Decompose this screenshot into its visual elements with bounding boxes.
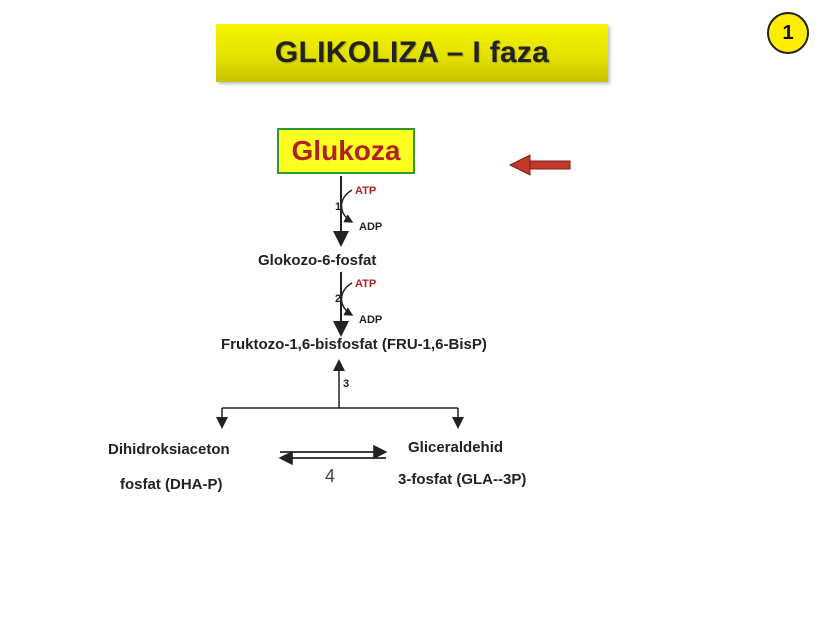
dhap-line1: Dihidroksiaceton (108, 441, 230, 458)
step4-number: 4 (325, 466, 336, 486)
step2-atp-label: ATP (355, 278, 377, 290)
gla3p-line1: Gliceraldehid (408, 439, 504, 456)
step3-number: 3 (343, 378, 350, 390)
fru16bp-label: Fruktozo-1,6-bisfosfat (FRU-1,6-BisP) (221, 336, 487, 353)
step2-adp-label: ADP (359, 314, 383, 326)
step1-number: 1 (335, 201, 342, 213)
gla3p-line2: 3-fosfat (GLA--3P) (398, 471, 527, 488)
glc6p-label: Glokozo-6-fosfat (258, 252, 377, 269)
dhap-line2: fosfat (DHA-P) (120, 476, 223, 493)
step1-adp-label: ADP (359, 221, 383, 233)
glukoza-label: Glukoza (291, 135, 401, 166)
red-pointer-arrow (508, 154, 571, 176)
step1-cofactor-curve (340, 189, 354, 223)
step2-cofactor-curve (340, 282, 354, 316)
title-banner: GLIKOLIZA – I faza (216, 24, 608, 82)
slide-number-badge: 1 (767, 12, 809, 54)
step2-number: 2 (335, 293, 342, 305)
step1-atp-label: ATP (355, 185, 377, 197)
glukoza-box: Glukoza (277, 128, 415, 174)
slide-title: GLIKOLIZA – I faza (274, 36, 550, 69)
